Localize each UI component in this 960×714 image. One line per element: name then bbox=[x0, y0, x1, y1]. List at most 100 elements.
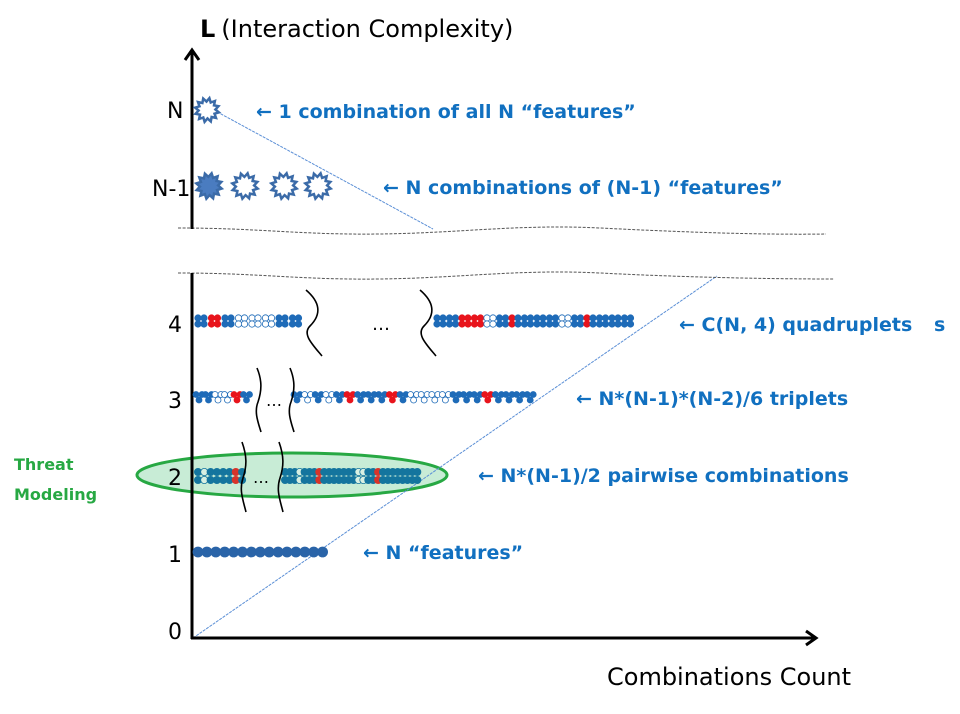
feature-dot bbox=[230, 391, 238, 398]
starburst-icon bbox=[193, 170, 225, 202]
triplet-glyph bbox=[470, 391, 484, 404]
annotation-level-N-1: ← N combinations of (N-1) “features” bbox=[383, 177, 783, 199]
feature-dot bbox=[224, 396, 231, 404]
feature-dot bbox=[505, 396, 513, 404]
row4-ellipsis: … bbox=[372, 314, 390, 335]
level-3-glyphs bbox=[192, 391, 537, 404]
feature-dot bbox=[407, 391, 415, 398]
annotation-level-3: ← N*(N-1)*(N-2)/6 triplets bbox=[576, 388, 848, 410]
quadruplet-glyph bbox=[545, 314, 560, 328]
feature-dot bbox=[275, 314, 283, 322]
feature-dot bbox=[620, 314, 629, 322]
feature-dot bbox=[221, 314, 229, 322]
feature-dot bbox=[325, 396, 333, 404]
feature-dot bbox=[234, 314, 243, 322]
feature-dot bbox=[470, 314, 479, 322]
feature-dot bbox=[508, 314, 516, 322]
feature-dot bbox=[533, 314, 541, 322]
feature-dot bbox=[539, 314, 547, 322]
feature-dot bbox=[248, 314, 256, 322]
row3-ellipsis: … bbox=[266, 391, 282, 410]
x-axis-title: Combinations Count bbox=[607, 663, 851, 691]
x-axis-arrowhead bbox=[805, 629, 819, 647]
feature-dot bbox=[608, 320, 616, 328]
feature-dot bbox=[314, 396, 322, 404]
feature-dot bbox=[428, 391, 436, 398]
feature-dot bbox=[483, 314, 491, 322]
quadruplet-glyph bbox=[508, 314, 522, 328]
quadruplet-glyph bbox=[495, 314, 510, 328]
feature-dot bbox=[520, 320, 529, 328]
pair-glyph bbox=[200, 467, 209, 484]
feature-dot bbox=[221, 391, 228, 398]
feature-dot bbox=[501, 314, 510, 322]
triplet-glyph bbox=[407, 391, 421, 404]
feature-dot bbox=[248, 320, 256, 328]
y-axis-title-rest: (Interaction Complexity) bbox=[221, 15, 513, 43]
feature-dot bbox=[576, 320, 585, 328]
feature-dot bbox=[214, 396, 222, 404]
y-tick-N-1: N-1 bbox=[152, 177, 190, 202]
triplet-glyph bbox=[385, 391, 399, 404]
feature-dot bbox=[460, 391, 468, 398]
level-4-glyphs bbox=[194, 314, 635, 328]
row4-break-bracket-right bbox=[419, 289, 437, 357]
quadruplet-glyph bbox=[207, 314, 222, 328]
feature-dot bbox=[254, 320, 262, 328]
feature-dot bbox=[288, 320, 297, 328]
feature-dot bbox=[261, 320, 270, 328]
quadruplet-glyph bbox=[483, 314, 497, 328]
feature-dot bbox=[261, 314, 270, 322]
feature-dot bbox=[529, 391, 537, 398]
y-tick-4: 4 bbox=[168, 313, 182, 338]
feature-dot bbox=[201, 546, 213, 558]
feature-dot bbox=[545, 314, 554, 322]
feature-dot bbox=[439, 314, 447, 322]
feature-dot bbox=[213, 314, 222, 322]
row2-break-bracket-left bbox=[240, 441, 247, 513]
feature-dot bbox=[275, 320, 283, 328]
feature-dot bbox=[514, 314, 522, 322]
feature-dot bbox=[211, 391, 219, 398]
triplet-glyph bbox=[481, 391, 495, 404]
feature-dot bbox=[301, 391, 309, 398]
feature-dot bbox=[311, 391, 319, 398]
feature-dot bbox=[192, 391, 200, 398]
feature-dot bbox=[378, 396, 386, 404]
feature-dot bbox=[221, 320, 229, 328]
feature-dot bbox=[514, 320, 522, 328]
feature-dot bbox=[439, 320, 447, 328]
triplet-glyph bbox=[332, 391, 346, 404]
feature-dot bbox=[413, 467, 422, 476]
feature-dot bbox=[483, 320, 491, 328]
quadruplet-glyph bbox=[608, 314, 622, 328]
feature-dot bbox=[520, 314, 529, 322]
feature-dot bbox=[233, 396, 241, 404]
quadruplet-glyph bbox=[261, 314, 276, 328]
feature-dot bbox=[194, 320, 202, 328]
y-tick-0: 0 bbox=[168, 620, 182, 645]
feature-dot bbox=[299, 546, 311, 558]
triplet-glyph bbox=[502, 391, 516, 404]
triplet-glyph bbox=[343, 391, 357, 404]
feature-dot bbox=[576, 314, 585, 322]
triplet-glyph bbox=[428, 391, 442, 404]
feature-dot bbox=[539, 320, 547, 328]
feature-dot bbox=[533, 320, 541, 328]
feature-dot bbox=[410, 396, 418, 404]
quadruplet-glyph bbox=[558, 314, 572, 328]
feature-dot bbox=[451, 314, 460, 322]
feature-dot bbox=[464, 314, 472, 322]
feature-dot bbox=[620, 320, 629, 328]
feature-dot bbox=[601, 320, 610, 328]
feature-dot bbox=[288, 314, 297, 322]
starburst-icon bbox=[192, 95, 222, 125]
trailing-fragment: s bbox=[934, 314, 945, 336]
annotation-level-N: ← 1 combination of all N “features” bbox=[256, 101, 636, 123]
feature-dot bbox=[335, 396, 343, 404]
feature-dot bbox=[502, 391, 510, 398]
axis-break-line-bottom bbox=[177, 271, 835, 280]
feature-dot bbox=[449, 391, 457, 398]
triplet-glyph bbox=[364, 391, 378, 404]
